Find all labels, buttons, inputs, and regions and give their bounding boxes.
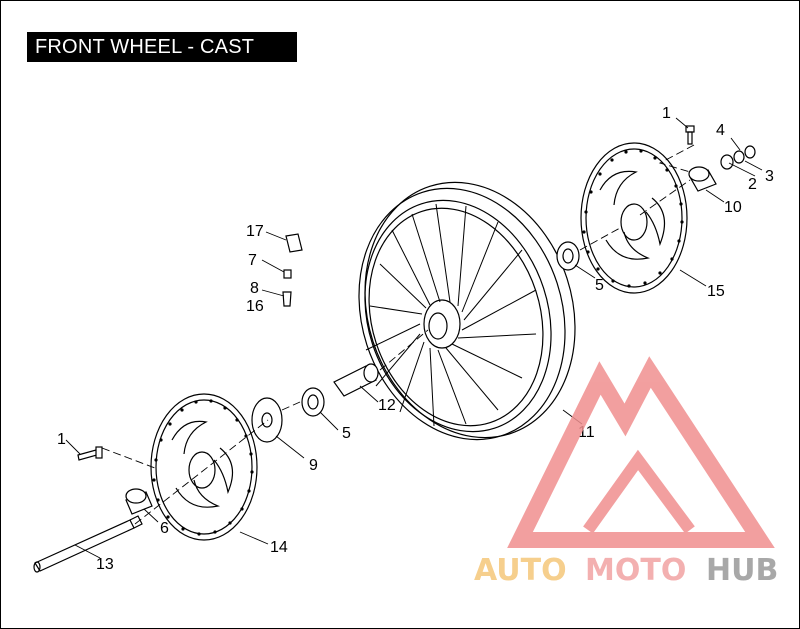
spacer-left xyxy=(125,488,153,515)
brake-rotor-right xyxy=(580,142,688,294)
callout-5-lower: 5 xyxy=(342,425,351,442)
bearing-left xyxy=(301,387,325,417)
callout-4: 4 xyxy=(716,122,725,139)
callout-6: 6 xyxy=(160,520,169,537)
logo-text-moto: MOTO xyxy=(585,553,686,588)
rotor-bolt-right xyxy=(685,125,695,145)
callout-2: 2 xyxy=(748,176,757,193)
callout-17: 17 xyxy=(246,223,264,240)
callout-13: 13 xyxy=(96,556,114,573)
axle xyxy=(33,515,143,573)
diagram-title: FRONT WHEEL - CAST xyxy=(27,32,297,62)
automotohub-logo: AUTO MOTO HUB xyxy=(474,356,778,588)
spacer-disc xyxy=(251,397,283,443)
callout-10: 10 xyxy=(724,199,742,216)
axle-nut xyxy=(720,145,756,170)
valve-parts xyxy=(282,233,303,307)
callout-3: 3 xyxy=(765,168,774,185)
cast-wheel xyxy=(358,181,576,441)
callout-9: 9 xyxy=(309,457,318,474)
callout-1-upper: 1 xyxy=(662,105,671,122)
callout-16: 16 xyxy=(246,298,264,315)
bearing-right xyxy=(556,241,580,271)
callout-1-lower: 1 xyxy=(57,431,66,448)
callout-12: 12 xyxy=(378,397,396,414)
rotor-bolt-left xyxy=(77,446,103,461)
spacer-right xyxy=(688,166,717,192)
logo-text-hub: HUB xyxy=(706,553,778,588)
axle-sleeve xyxy=(333,363,379,397)
callout-15: 15 xyxy=(707,283,725,300)
callout-5-upper: 5 xyxy=(595,277,604,294)
brake-rotor-left xyxy=(150,393,258,541)
callout-7: 7 xyxy=(248,252,257,269)
callout-14: 14 xyxy=(270,539,288,556)
callout-8: 8 xyxy=(250,280,259,297)
logo-text-auto: AUTO xyxy=(474,553,567,588)
centre-line xyxy=(101,144,695,525)
